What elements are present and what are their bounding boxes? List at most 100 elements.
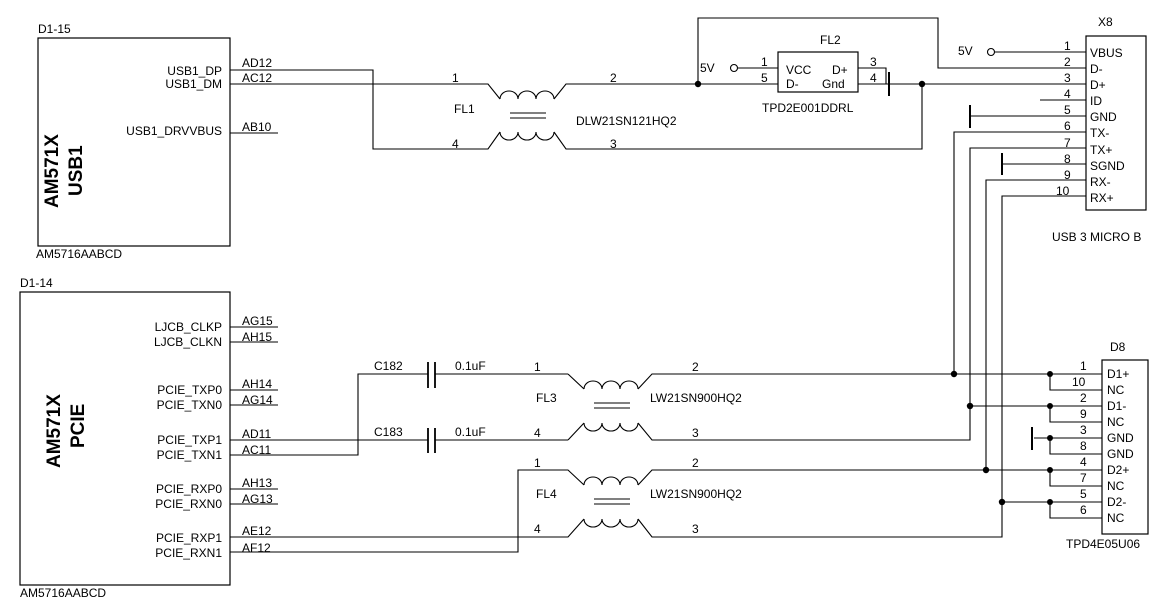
- d8-pin-num: 10: [1072, 375, 1086, 389]
- fl3-choke: FL3 LW21SN900HQ2 1 2 4 3: [534, 360, 1064, 441]
- u2-ref: D1-14: [20, 276, 53, 290]
- fl2-pin: 3: [870, 55, 877, 69]
- u2-name2: PCIE: [68, 404, 89, 448]
- fl3-part: LW21SN900HQ2: [650, 391, 742, 405]
- u2-pin-ball: AF12: [242, 541, 271, 555]
- u2-pin-name: PCIE_TXP0: [157, 383, 222, 397]
- c182-value: 0.1uF: [455, 359, 486, 373]
- c183-value: 0.1uF: [455, 425, 486, 439]
- x8-pin-num: 5: [1064, 103, 1071, 117]
- fl2-pin: 5: [761, 71, 768, 85]
- fl2-ref: FL2: [820, 33, 841, 47]
- x8-pin-num: 9: [1064, 168, 1071, 182]
- fl1-part: DLW21SN121HQ2: [576, 114, 677, 128]
- fl1-ref: FL1: [454, 102, 475, 116]
- x8-pin-name: RX-: [1090, 175, 1111, 189]
- fl3-pin: 4: [534, 426, 541, 440]
- u2-pin-name: LJCB_CLKN: [154, 335, 222, 349]
- x8-pin-num: 4: [1064, 87, 1071, 101]
- x8-part: USB 3 MICRO B: [1052, 230, 1141, 244]
- u1-pin-ball: AC12: [242, 71, 272, 85]
- d8-pin-num: 5: [1080, 487, 1087, 501]
- x8-pin-name: D-: [1090, 62, 1103, 76]
- x8-pin-num: 3: [1064, 71, 1071, 85]
- u2-pin-ball: AC11: [242, 443, 271, 457]
- d8-pin-name: D2+: [1107, 463, 1129, 477]
- u2-pin-ball: AG15: [242, 314, 273, 328]
- u2-name1: AM571X: [44, 394, 65, 468]
- u1-ref: D1-15: [38, 22, 71, 36]
- fl1-pin: 2: [610, 71, 617, 85]
- c182-capacitor: C182 0.1uF: [278, 359, 568, 456]
- u1-name1: AM571X: [42, 134, 63, 208]
- d8-pin-num: 4: [1080, 455, 1087, 469]
- x8-pin-name: TX-: [1090, 126, 1109, 140]
- d8-pin-num: 3: [1080, 423, 1087, 437]
- u2-pin-ball: AD11: [242, 427, 271, 441]
- x8-pin-num: 2: [1064, 55, 1071, 69]
- fl1-pin: 4: [452, 137, 459, 151]
- fl4-pin: 3: [692, 522, 699, 536]
- d8-pin-name: NC: [1107, 511, 1125, 525]
- fl2-dp: D+: [832, 63, 848, 77]
- x8-pin-name: TX+: [1090, 143, 1112, 157]
- fl2-pin: 1: [761, 55, 768, 69]
- u2-pin-ball: AH14: [242, 377, 272, 391]
- x8-pin-name: RX+: [1090, 191, 1114, 205]
- u1-usb1-block: D1-15 AM5716AABCD AM571X USB1 USB1_DP US…: [36, 22, 278, 261]
- c183-capacitor: C183 0.1uF: [278, 425, 568, 453]
- x8-supply: 5V: [958, 44, 973, 58]
- d8-pin-num: 8: [1080, 439, 1087, 453]
- fl2-esd: FL2 TPD2E001DDRL VCC D- D+ Gnd 1 5 3 4 5…: [694, 17, 1086, 115]
- fl4-choke: FL4 LW21SN900HQ2 1 2 4 3: [278, 456, 1064, 553]
- x8-pin-name: D+: [1090, 78, 1106, 92]
- x8-ref: X8: [1098, 15, 1113, 29]
- u2-pin-ball: AH15: [242, 330, 272, 344]
- u2-pin-ball: AH13: [242, 476, 272, 490]
- u1-pin-ball: AD12: [242, 56, 272, 70]
- u2-pin-name: PCIE_TXN0: [157, 398, 223, 412]
- u2-pin-name: LJCB_CLKP: [155, 320, 222, 334]
- d8-pin-num: 9: [1080, 407, 1087, 421]
- fl1-pin: 3: [610, 137, 617, 151]
- d8-pin-name: NC: [1107, 383, 1125, 397]
- x8-pin-num: 7: [1064, 136, 1071, 150]
- d8-esd: D8 TPD4E05U06 1 10 2 9 3 8 4 7 5 6 D1+ N…: [954, 340, 1149, 551]
- u2-pin-ball: AG14: [242, 393, 273, 407]
- fl4-pin: 1: [534, 456, 541, 470]
- u2-pin-name: PCIE_RXP1: [156, 531, 222, 545]
- fl4-pin: 2: [692, 456, 699, 470]
- fl3-ref: FL3: [536, 391, 557, 405]
- fl2-vcc: VCC: [786, 63, 812, 77]
- d8-pin-name: GND: [1107, 431, 1134, 445]
- u2-pcie-block: D1-14 AM5716AABCD AM571X PCIE LJCB_CLKP …: [19, 276, 278, 600]
- u1-part: AM5716AABCD: [36, 247, 122, 261]
- fl2-part: TPD2E001DDRL: [762, 101, 854, 115]
- x8-pin-num: 1: [1064, 39, 1071, 53]
- fl2-dm: D-: [786, 77, 799, 91]
- d8-pin-name: D1-: [1107, 399, 1126, 413]
- u2-pin-name: PCIE_TXN1: [157, 448, 223, 462]
- d8-pin-num: 1: [1080, 359, 1087, 373]
- fl4-pin: 4: [534, 522, 541, 536]
- d8-pin-num: 2: [1080, 391, 1087, 405]
- x8-pin-num: 8: [1064, 152, 1071, 166]
- d8-ref: D8: [1110, 340, 1126, 354]
- x8-pin-name: SGND: [1090, 159, 1125, 173]
- u2-pin-name: PCIE_TXP1: [157, 433, 222, 447]
- d8-pin-num: 7: [1080, 471, 1087, 485]
- d8-pin-name: GND: [1107, 447, 1134, 461]
- u1-name2: USB1: [66, 145, 87, 196]
- u1-pin-name: USB1_DRVVBUS: [126, 124, 222, 138]
- fl4-ref: FL4: [536, 487, 557, 501]
- fl2-gnd: Gnd: [822, 77, 845, 91]
- d8-part: TPD4E05U06: [1066, 537, 1140, 551]
- u2-pin-ball: AG13: [242, 492, 273, 506]
- d8-pin-num: 6: [1080, 503, 1087, 517]
- fl3-pin: 3: [692, 426, 699, 440]
- d8-pin-name: NC: [1107, 479, 1125, 493]
- c182-ref: C182: [374, 359, 403, 373]
- u1-pin-ball: AB10: [242, 120, 272, 134]
- c183-ref: C183: [374, 425, 403, 439]
- x8-connector: X8 USB 3 MICRO B 5V 1 2 3 4 5 6 7 8 9 10…: [922, 15, 1147, 502]
